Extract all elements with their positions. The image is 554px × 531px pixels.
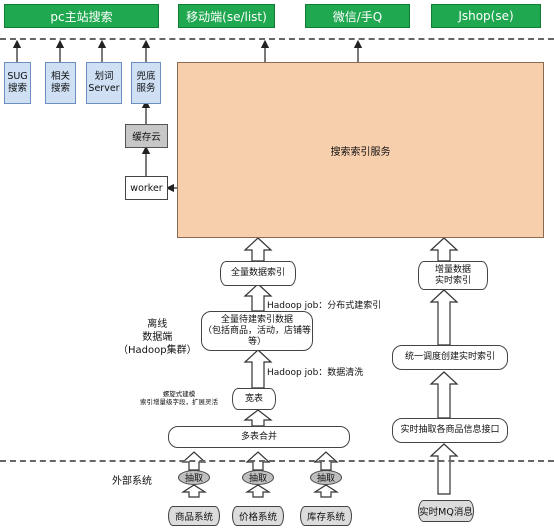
service-fallback: 兜底 服务 <box>131 62 161 104</box>
target-jshop: Jshop(se) <box>431 4 541 28</box>
service-word-line1: 划词 <box>94 71 114 82</box>
hollow-arrow-sched-incr <box>429 289 459 346</box>
hollow-arrow-incr-main <box>429 237 459 262</box>
offline-data-label: 离线 数据端 （Hadoop集群） <box>118 318 197 357</box>
goods-system: 商品系统 <box>168 506 220 526</box>
offline-line3: （Hadoop集群） <box>118 345 197 356</box>
hollow-arrow-merge-wide <box>243 409 273 427</box>
offline-line2: 数据端 <box>142 332 173 343</box>
realtime-mq: 实时MQ消息 <box>418 500 474 522</box>
target-wechat-qq: 微信/手Q <box>305 4 410 28</box>
hollow-arrow-pending-full <box>243 283 273 312</box>
hollow-arrow-goods-extract <box>180 484 208 498</box>
service-word-server: 划词 Server <box>86 62 122 104</box>
stock-system: 库存系统 <box>300 506 352 526</box>
external-system-label: 外部系统 <box>112 476 152 487</box>
service-word-line2: Server <box>88 83 120 94</box>
realtime-extract-interface: 实时抽取各商品信息接口 <box>392 418 508 443</box>
hollow-arrow-fullindex-main <box>243 237 273 262</box>
service-sug-line2: 搜索 <box>7 83 27 94</box>
hollow-arrow-iface-sched <box>429 371 459 419</box>
extract-price: 抽取 <box>242 470 274 485</box>
hadoop-index-job-label: Hadoop job：分布式建索引 <box>267 301 382 311</box>
top-dashed-divider <box>0 38 554 40</box>
hollow-arrow-mq-iface <box>429 443 459 495</box>
offline-line1: 离线 <box>147 319 168 330</box>
cache-cloud: 缓存云 <box>125 124 168 148</box>
incr-line2: 实时索引 <box>434 275 471 286</box>
incremental-realtime-index: 增量数据 实时索引 <box>418 261 488 290</box>
pending-line1: 全量待建索引数据 <box>220 314 293 325</box>
service-sug-line1: SUG <box>7 71 28 82</box>
worker-box: worker <box>125 176 168 200</box>
extract-goods: 抽取 <box>178 470 210 485</box>
target-pc-search: pc主站搜索 <box>4 4 159 28</box>
hollow-arrow-wide-pending <box>243 349 273 389</box>
pending-index-data: 全量待建索引数据 （包括商品，活动，店铺等 等） <box>201 311 313 351</box>
service-related-line2: 搜索 <box>50 83 70 94</box>
search-index-service: 搜索索引服务 <box>177 62 544 238</box>
service-fallback-line2: 服务 <box>136 83 156 94</box>
pending-line3: 等） <box>247 336 266 347</box>
service-sug: SUG 搜索 <box>4 62 31 104</box>
hollow-arrow-price-extract <box>244 484 272 498</box>
incr-line1: 增量数据 <box>434 264 471 275</box>
service-fallback-line1: 兜底 <box>136 71 156 82</box>
wide-note-line1: 螺旋式建模 <box>162 390 196 398</box>
hadoop-clean-job-label: Hadoop job：数据清洗 <box>267 368 364 378</box>
service-related-line1: 相关 <box>50 71 70 82</box>
extract-stock: 抽取 <box>310 470 342 485</box>
service-related: 相关 搜索 <box>45 62 76 104</box>
multi-table-merge: 多表合并 <box>168 426 350 448</box>
unified-scheduler: 统一调度创建实时索引 <box>392 345 508 370</box>
wide-note-line2: 索引增量级字段，扩展灵活 <box>140 398 218 406</box>
wide-table: 宽表 <box>232 388 276 410</box>
wide-table-note: 螺旋式建模 索引增量级字段，扩展灵活 <box>140 390 218 406</box>
target-mobile: 移动端(se/list) <box>178 4 275 28</box>
hollow-arrow-stock-extract <box>312 484 340 498</box>
bottom-dashed-divider <box>0 460 554 462</box>
pending-line2: （包括商品，活动，店铺等 <box>202 325 311 336</box>
full-data-index: 全量数据索引 <box>220 261 296 286</box>
price-system: 价格系统 <box>232 506 284 526</box>
